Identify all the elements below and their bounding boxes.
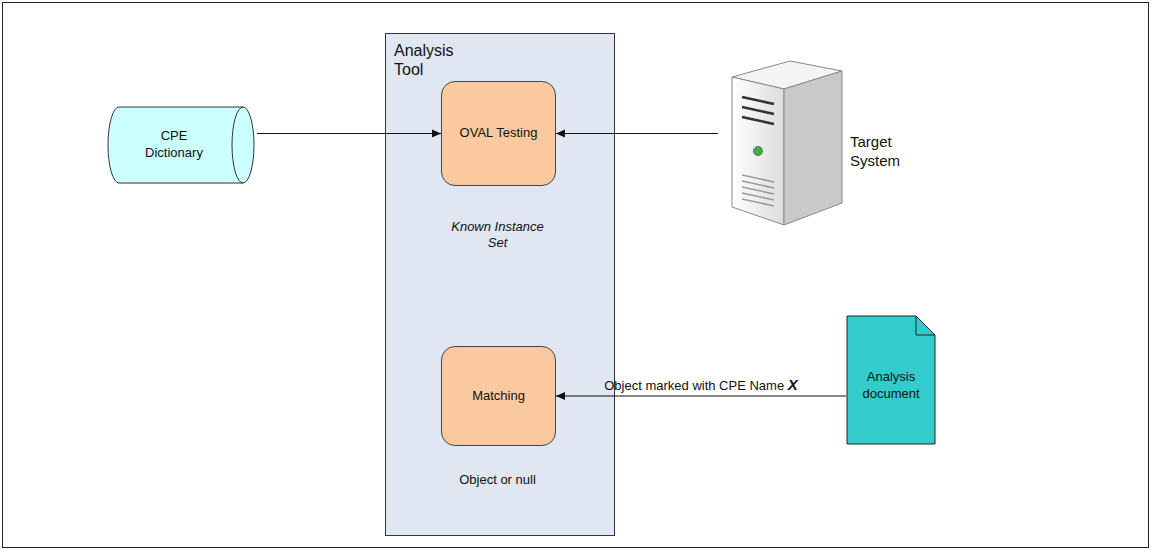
- node-label: Target System: [850, 133, 912, 171]
- node-label: Matching: [459, 388, 539, 405]
- process-box: Matching: [441, 346, 556, 446]
- document-shape: Analysis document: [846, 315, 936, 445]
- node-label: OVAL Testing: [459, 125, 539, 142]
- node-label: Analysis Tool: [394, 41, 464, 79]
- tool-panel: Analysis ToolOVAL TestingMatching: [385, 33, 615, 536]
- edge-label: Object marked with CPE Name X: [604, 376, 798, 395]
- connector-arrow: [257, 133, 441, 134]
- server-node: Target System: [718, 55, 908, 227]
- server-icon: [718, 55, 848, 227]
- database-cylinder: CPE Dictionary: [105, 105, 257, 185]
- flow-label: Object or null: [430, 472, 565, 488]
- connector-arrow: [556, 396, 846, 397]
- process-box: OVAL Testing: [441, 81, 556, 186]
- node-label: CPE Dictionary: [134, 128, 214, 162]
- outer-frame: [3, 3, 1149, 548]
- node-label: Analysis document: [854, 369, 928, 403]
- flow-label: Known Instance Set: [440, 219, 555, 252]
- connector-arrow: [556, 133, 718, 134]
